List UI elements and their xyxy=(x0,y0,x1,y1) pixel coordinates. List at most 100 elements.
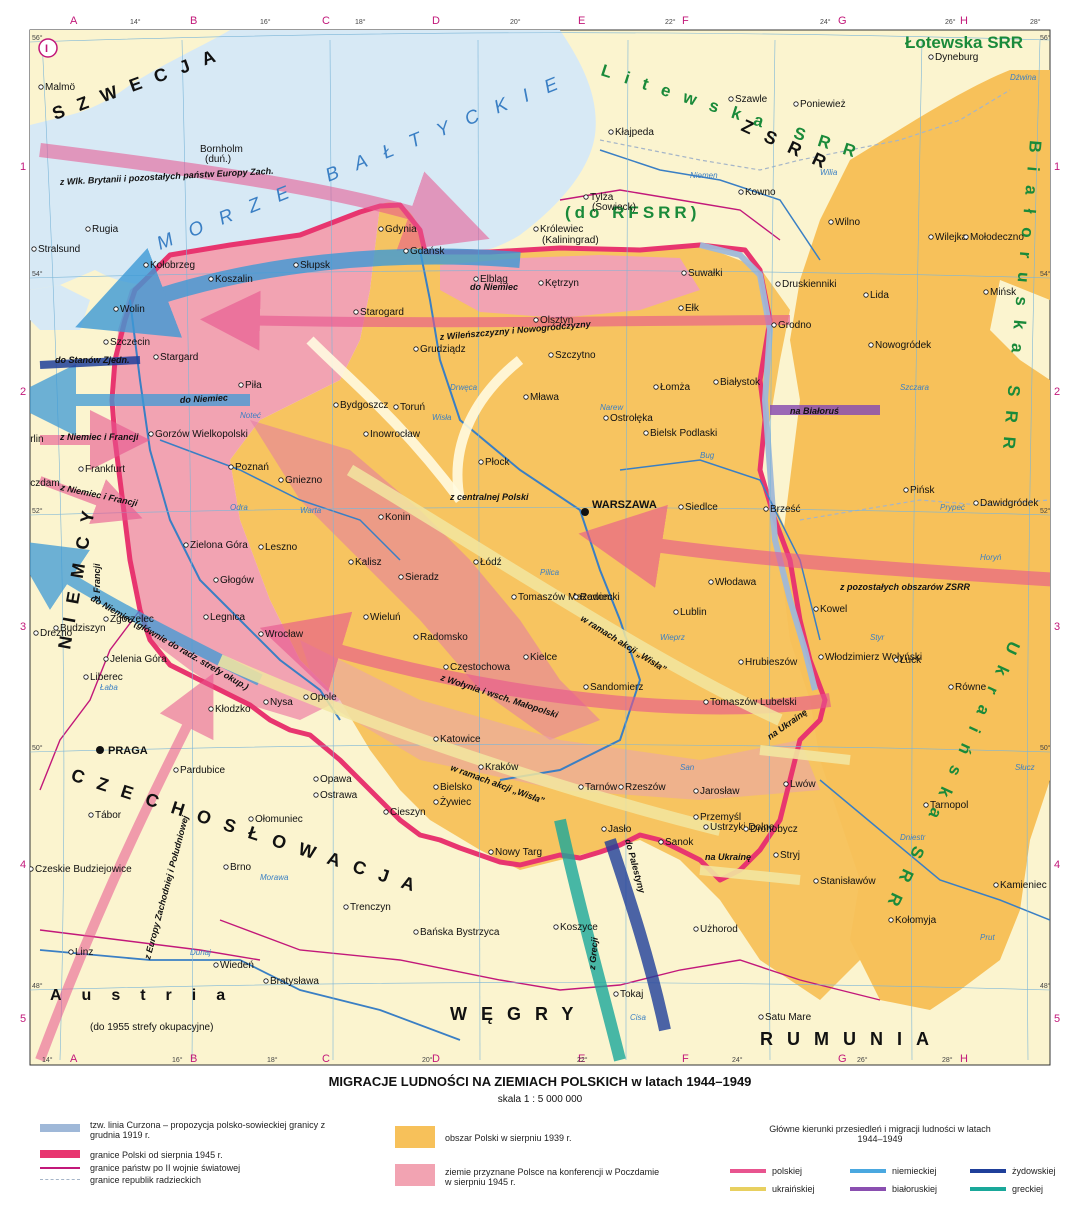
grid-col-top-A: A xyxy=(70,15,78,27)
city-dyneburg: Dyneburg xyxy=(935,52,978,63)
label-romania: RUMUNIA xyxy=(760,1029,943,1049)
city-dot-opawa xyxy=(313,776,319,782)
city-olsztyn: Olsztyn xyxy=(540,315,573,326)
grid-row-left-5: 5 xyxy=(20,1013,26,1025)
city-dot-radomsko xyxy=(413,634,419,640)
city-tarnopol: Tarnopol xyxy=(930,800,968,811)
city-hrubieszow: Hrubieszów xyxy=(745,657,798,668)
city-dot-bialystok xyxy=(713,379,719,385)
city-rowne: Równe xyxy=(955,682,987,693)
legend-direction-swatch-2 xyxy=(970,1169,1006,1173)
city-dot-poniewiez xyxy=(793,101,799,107)
city-dot-nowogrodek xyxy=(868,342,874,348)
label-arrow-germany1: do Niemiec xyxy=(180,392,228,404)
river-label-wilia: Wilia xyxy=(820,168,838,177)
state-border-czech xyxy=(39,609,141,791)
city-radom: Radom xyxy=(580,592,612,603)
grid-col-bottom-H: H xyxy=(960,1053,968,1065)
city-brzesc: Brześć xyxy=(770,504,801,515)
city-kowel: Kowel xyxy=(820,604,847,615)
degree-left-2: 52° xyxy=(32,507,43,515)
city-dot-trenczyn xyxy=(343,904,349,910)
degree-left-3: 50° xyxy=(32,744,43,752)
city-dot-wlodawa xyxy=(708,579,714,585)
city-dot-nysa xyxy=(263,699,269,705)
legend-direction-swatch-5 xyxy=(970,1187,1006,1191)
city-ustrzyki: Ustrzyki Dolne xyxy=(710,822,775,833)
city-dot-nowy_targ xyxy=(488,849,494,855)
city-szczytno: Szczytno xyxy=(555,350,596,361)
city-sandomierz: Sandomierz xyxy=(590,682,643,693)
city-dot-wieden xyxy=(213,962,219,968)
city-kaliningrad-note: (Kaliningrad) xyxy=(542,235,599,246)
city-budziszyn: Budziszyn xyxy=(60,623,106,634)
city-stanislawow: Stanisławów xyxy=(820,876,876,887)
city-dot-dyneburg xyxy=(928,54,934,60)
city-dot-starogard xyxy=(353,309,359,315)
arrow-to-usa xyxy=(39,356,141,369)
city-liberec: Liberec xyxy=(90,672,123,683)
city-dawidgrodek: Dawidgródek xyxy=(980,498,1039,509)
city-dot-grudziadz xyxy=(413,346,419,352)
city-dot-czestochowa xyxy=(443,664,449,670)
central-migration-zone xyxy=(250,420,600,740)
river-warta xyxy=(159,439,401,561)
river-dniester xyxy=(819,779,1050,921)
city-zgorzelec: Zgorzelec xyxy=(110,614,154,625)
city-tomaszow-l: Tomaszów Lubelski xyxy=(710,697,797,708)
grid-row-left-2: 2 xyxy=(20,386,26,398)
degree-top-6: 26° xyxy=(945,18,956,26)
label-arrow-ukraine2: na Ukrainę xyxy=(705,852,751,862)
grid-row-left-3: 3 xyxy=(20,621,26,633)
degree-left-4: 48° xyxy=(32,982,43,990)
city-dot-konin xyxy=(378,514,384,520)
city-sieradz: Sieradz xyxy=(405,572,439,583)
city-dot-ustrzyki xyxy=(703,824,709,830)
degree-left-1: 54° xyxy=(32,270,43,278)
city-wielun: Wieluń xyxy=(370,612,401,623)
legend-title: MIGRACJE LUDNOŚCI NA ZIEMIACH POLSKICH w… xyxy=(328,1074,752,1089)
city-dot-opole xyxy=(303,694,309,700)
city-konin: Konin xyxy=(385,512,411,523)
city-czestochowa: Częstochowa xyxy=(450,662,510,673)
river-label-notec: Noteć xyxy=(240,411,261,420)
city-dot-kolobrzeg xyxy=(143,262,149,268)
label-arrow-berlin: z Niemiec i Francji xyxy=(59,432,139,442)
city-brno: Brno xyxy=(230,862,252,873)
arrow-to-ukraine xyxy=(759,745,851,765)
city-dot-kamieniec xyxy=(993,882,999,888)
state-border-austria xyxy=(39,929,261,961)
curzon-line xyxy=(699,242,818,691)
legend-1939: obszar Polski w sierpniu 1939 r. xyxy=(445,1133,572,1143)
city-dot-stryj xyxy=(773,852,779,858)
city-bydgoszcz: Bydgoszcz xyxy=(340,400,388,411)
city-dot-kowno xyxy=(738,189,744,195)
legend-direction-swatch-0 xyxy=(730,1169,766,1173)
city-luck: Łuck xyxy=(900,655,922,666)
city-dot-tarnow xyxy=(578,784,584,790)
city-dot-liberec xyxy=(83,674,89,680)
city-dot-ostroleka xyxy=(603,415,609,421)
city-dot-bielsk xyxy=(643,430,649,436)
city-wlodzimierz: Włodzimierz Wołyński xyxy=(825,652,922,663)
river-label-styr: Styr xyxy=(870,633,885,642)
legend-directions-title: Główne kierunki przesiedleń i migracji l… xyxy=(769,1124,991,1144)
city-koszalin: Koszalin xyxy=(215,274,253,285)
city-dot-ostrawa xyxy=(313,792,319,798)
grid-col-top-F: F xyxy=(682,15,689,27)
city-wlodawa: Włodawa xyxy=(715,577,757,588)
city-rzeszow: Rzeszów xyxy=(625,782,666,793)
legend-direction-3: ukraińskiej xyxy=(772,1184,815,1194)
city-wilno: Wilno xyxy=(835,217,860,228)
label-arrow-greece: z Grecji xyxy=(587,936,600,971)
city-dot-klajpeda xyxy=(608,129,614,135)
city-pila: Piła xyxy=(245,380,262,391)
label-hungary: WĘGRY xyxy=(450,1004,587,1024)
city-stryj: Stryj xyxy=(780,850,800,861)
grid-col-top-C: C xyxy=(322,15,330,27)
eastern-territories-1939 xyxy=(780,70,1050,1010)
river-niemen xyxy=(599,149,821,261)
city-dot-stanislawow xyxy=(813,878,819,884)
legend-direction-swatch-3 xyxy=(730,1187,766,1191)
label-austria: Austria xyxy=(50,987,245,1004)
